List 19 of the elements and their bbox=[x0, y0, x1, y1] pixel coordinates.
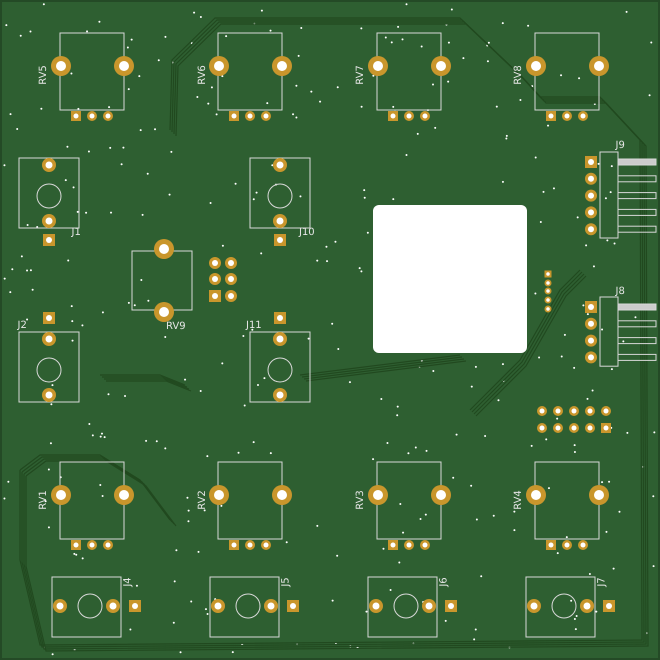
designator-label: J5 bbox=[281, 577, 292, 587]
designator-label: J1 bbox=[72, 228, 81, 238]
designator-label: RV6 bbox=[198, 65, 208, 85]
designator-label: J9 bbox=[616, 141, 625, 151]
designator-label: J7 bbox=[597, 577, 608, 587]
designator-label: J2 bbox=[18, 321, 27, 331]
designator-label: J11 bbox=[246, 321, 262, 331]
designator-label: RV4 bbox=[514, 490, 524, 510]
designator-label: RV8 bbox=[514, 65, 524, 85]
designator-label: RV3 bbox=[356, 490, 366, 510]
designator-label: J6 bbox=[439, 577, 450, 587]
designator-label: J4 bbox=[123, 577, 134, 587]
designator-label: RV1 bbox=[38, 490, 49, 510]
designator-label: RV7 bbox=[356, 65, 366, 85]
designator-label: J10 bbox=[299, 228, 315, 238]
designator-label: RV5 bbox=[38, 65, 49, 85]
designator-label: J8 bbox=[616, 287, 625, 297]
designator-label: RV2 bbox=[198, 490, 208, 510]
designator-label: RV9 bbox=[166, 322, 186, 332]
